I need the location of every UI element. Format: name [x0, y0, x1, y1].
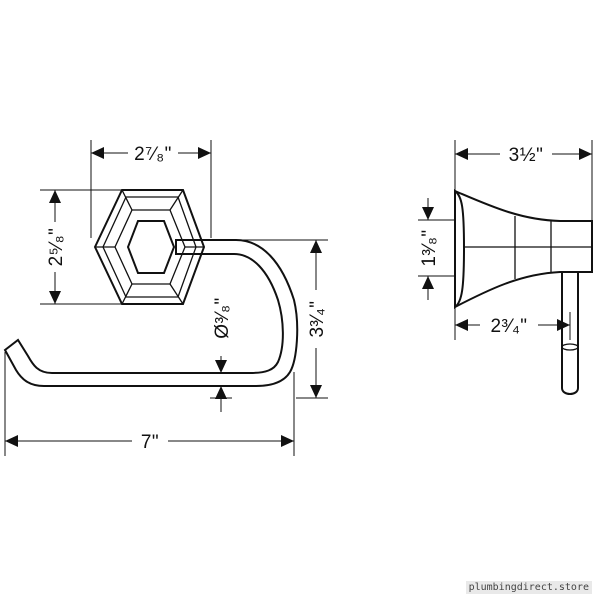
dimension-side-base-height: 1³⁄₈"	[418, 198, 456, 300]
label-front-height: 2⁵⁄₈"	[46, 228, 67, 267]
side-view: 3½" 1³⁄₈" 2³⁄₄"	[418, 140, 593, 395]
label-side-base-height: 1³⁄₈"	[419, 229, 440, 266]
holder-arm	[3, 239, 299, 387]
watermark: plumbingdirect.store	[465, 581, 592, 594]
label-arm-height: 3³⁄₄"	[307, 300, 328, 337]
hexagon-escutcheon	[93, 189, 206, 305]
label-bar-diameter: Ø³⁄₈"	[212, 297, 233, 338]
front-view: 2⁷⁄₈" 2⁵⁄₈" 3³⁄₄"	[3, 140, 328, 456]
side-body	[454, 189, 593, 309]
label-front-width: 2⁷⁄₈"	[134, 144, 172, 165]
dimension-bar-diameter: Ø³⁄₈"	[210, 297, 233, 412]
label-side-arm-offset: 2³⁄₄"	[490, 316, 527, 337]
dimension-front-width: 2⁷⁄₈"	[90, 140, 212, 238]
dimension-side-arm-offset: 2³⁄₄"	[454, 308, 571, 340]
dimension-arm-height: 3³⁄₄"	[236, 239, 328, 399]
dimension-front-height: 2⁵⁄₈"	[40, 189, 130, 305]
dimension-overall-length: 7"	[4, 352, 295, 456]
label-side-depth: 3½"	[509, 145, 544, 166]
label-overall-length: 7"	[141, 432, 159, 453]
side-arm	[561, 272, 579, 395]
dimension-side-depth: 3½"	[454, 140, 593, 220]
